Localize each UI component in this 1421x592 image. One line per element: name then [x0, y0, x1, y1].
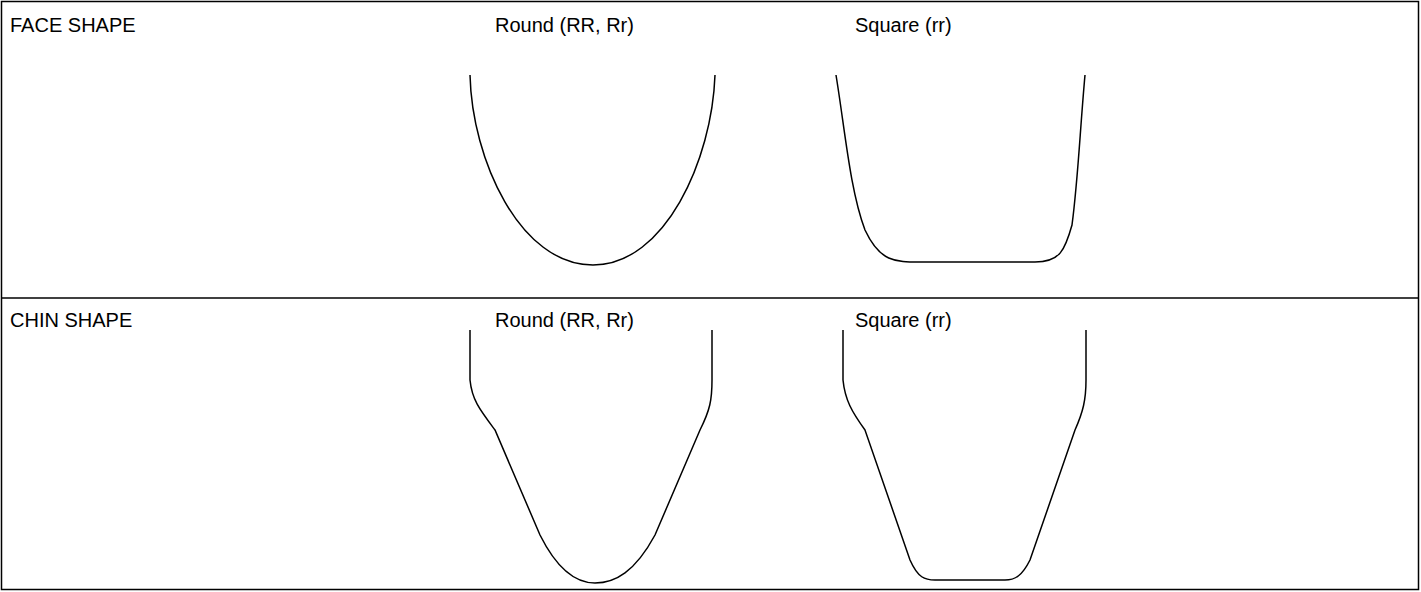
row-heading: FACE SHAPE — [10, 13, 136, 37]
round-chin-outline — [470, 330, 712, 583]
column-heading: Round (RR, Rr) — [495, 308, 634, 332]
square-chin-outline — [843, 330, 1086, 580]
row-divider — [2, 297, 1419, 299]
column-heading: Square (rr) — [855, 308, 952, 332]
round-face-outline — [470, 75, 715, 265]
row-heading: CHIN SHAPE — [10, 308, 132, 332]
column-heading: Square (rr) — [855, 13, 952, 37]
square-face-outline — [836, 75, 1085, 262]
column-heading: Round (RR, Rr) — [495, 13, 634, 37]
